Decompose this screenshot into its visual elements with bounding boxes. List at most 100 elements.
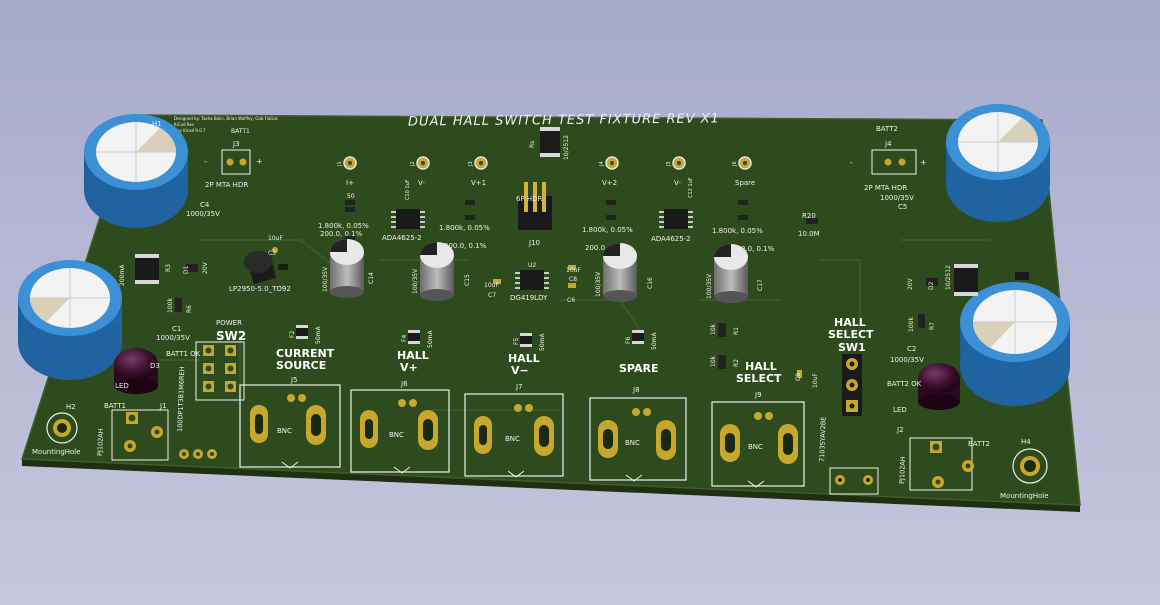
c16-value: 100/35V: [595, 271, 602, 297]
fuse-f4: [408, 330, 420, 344]
j5-bnc-label: BNC: [277, 427, 292, 435]
board-title: DUAL HALL SWITCH TEST FIXTURE REV X1: [408, 111, 720, 129]
tp-v-plus-2: J4 V+2: [599, 156, 619, 187]
c15-value: 100/35V: [412, 268, 419, 294]
bnc-j9[interactable]: [711, 401, 805, 488]
opamp-u1: [391, 209, 425, 229]
batt2-label: BATT2: [876, 125, 898, 133]
tp-spare-label: Spare: [735, 179, 755, 187]
r20-ref: R20: [802, 212, 816, 220]
j3-label: 2P MTA HDR: [205, 181, 248, 189]
small-caps: [493, 265, 802, 378]
fuse-f5: [520, 333, 532, 347]
r-mid-b: 200.0, 0.1%: [444, 242, 487, 250]
tp-v-plus-2-label: V+2: [602, 179, 617, 187]
tp-v-plus-2-ref: J4: [599, 161, 605, 167]
mounting-hole-h4: [1012, 448, 1048, 484]
kicad-note-2: Dev Kicad 9.0.7: [174, 128, 206, 133]
f5-ref: F5: [513, 338, 520, 345]
j6-ref: J6: [400, 380, 408, 388]
tp-v-plus-1-ref: J3: [468, 161, 474, 167]
elcap-c17: [714, 244, 748, 303]
capacitor-c5-big: [946, 104, 1050, 222]
right-res-ref: R7: [929, 322, 936, 330]
cap-c5-ref: C5: [898, 203, 907, 211]
sw2-label: SW2: [216, 329, 246, 343]
f6-value: 50mA: [651, 332, 658, 350]
cap-c4-value: 1000/35V: [186, 210, 220, 218]
j8-bnc-label: BNC: [625, 439, 640, 447]
f4-value: 50mA: [427, 330, 434, 348]
r-right-b1: 200.0, 0.1%: [585, 244, 628, 252]
tp-v-plus-1: J3 V+1: [468, 156, 488, 187]
c17-value: 100/35V: [706, 273, 713, 299]
left-fuse-200ma: 200mA: [119, 264, 126, 286]
elcap-c14: [330, 239, 364, 298]
tp-v-minus-label: V-: [418, 179, 425, 187]
power-jack-j2[interactable]: [909, 437, 974, 491]
hall-select-switch-sw1[interactable]: [829, 354, 879, 495]
r-mid-a: 1.800k, 0.05%: [439, 224, 490, 232]
batt1-jack-label: BATT1: [104, 402, 126, 410]
switch-ic-u2: [515, 270, 549, 290]
bnc-j7[interactable]: [464, 393, 564, 478]
right-power-parts: [918, 264, 1029, 328]
power-jack-j1[interactable]: [111, 409, 169, 461]
j9-title-2: SELECT: [736, 372, 782, 385]
resistors-r1-r2: [718, 323, 726, 369]
u2-part: DG419LDY: [510, 294, 548, 302]
rs-ref: Rs: [529, 141, 536, 148]
led-left-label: LED: [115, 382, 129, 390]
j9-ref: J9: [754, 391, 762, 399]
u4-cap: 10uF: [268, 235, 283, 242]
sw2-part: 100DP1T3B1M6REH: [176, 366, 186, 432]
mounting-hole-h2: [46, 412, 78, 444]
test-points: J1 I+ J2 V- J3 V+1 J4 V+2 J5 V- J6 Spare: [337, 156, 755, 187]
cap-c4-ref: C4: [200, 201, 210, 209]
led-right-label: LED: [893, 406, 907, 414]
bnc-j8[interactable]: [589, 397, 687, 482]
power-label: POWER: [216, 319, 242, 327]
batt1-ok: BATT1 OK: [166, 350, 201, 358]
left-diode-ref: D1: [183, 265, 190, 274]
designers-note: Designed by: Tasha Bolin, Brian Wolfley,…: [174, 116, 278, 121]
opamp-u3: [659, 209, 693, 229]
c3-ref: C3: [268, 250, 276, 257]
r-right-a2: 1.800k, 0.05%: [712, 227, 763, 235]
h4-label: MountingHole: [1000, 492, 1049, 500]
u2-ref: U2: [528, 262, 536, 269]
led-batt2: [918, 363, 960, 410]
cap-c2-ref: C2: [907, 345, 916, 353]
sw1-part: 7103SYAV2BE: [818, 416, 828, 462]
c6-ref: C6: [567, 297, 575, 304]
r2-value: 10k: [710, 355, 717, 367]
tp-v-minus-2-label: V-: [674, 179, 681, 187]
batt2-connector-j4: [871, 149, 917, 175]
c9-ref: C9: [795, 373, 802, 381]
rs-value: 10/2512: [563, 135, 570, 160]
bnc-j6[interactable]: [350, 389, 450, 474]
j3-minus: -: [204, 157, 207, 166]
j1-ref: J1: [159, 402, 167, 410]
c14-ref: C14: [368, 272, 375, 284]
right-diode-ref: D2: [928, 281, 935, 290]
sw1-title-1: HALL: [834, 316, 866, 329]
batt1-connector-j3: [221, 149, 251, 175]
j2-ref: J2: [896, 426, 904, 434]
r-left-b: 200.0, 0.1%: [320, 230, 363, 238]
j6-bnc-label: BNC: [389, 431, 404, 439]
c16-ref: C16: [647, 277, 654, 289]
kicad-note-1: KiCad Rev: [174, 122, 195, 127]
h4-ref: H4: [1021, 438, 1031, 446]
u3-cap: C12 1uF: [688, 177, 694, 198]
r-right-b2: 200.0, 0.1%: [732, 245, 775, 253]
j9-bnc-label: BNC: [748, 443, 763, 451]
tp-spare: J6 Spare: [732, 156, 755, 187]
power-switch-sw2[interactable]: [195, 341, 245, 401]
shunt-rs: [540, 127, 560, 157]
sw1-label: SW1: [838, 341, 866, 354]
j4-plus: +: [920, 158, 927, 167]
fuse-f2: [296, 325, 308, 339]
right-shunt: 10/2512: [945, 265, 952, 290]
bnc-j5[interactable]: [239, 384, 341, 469]
